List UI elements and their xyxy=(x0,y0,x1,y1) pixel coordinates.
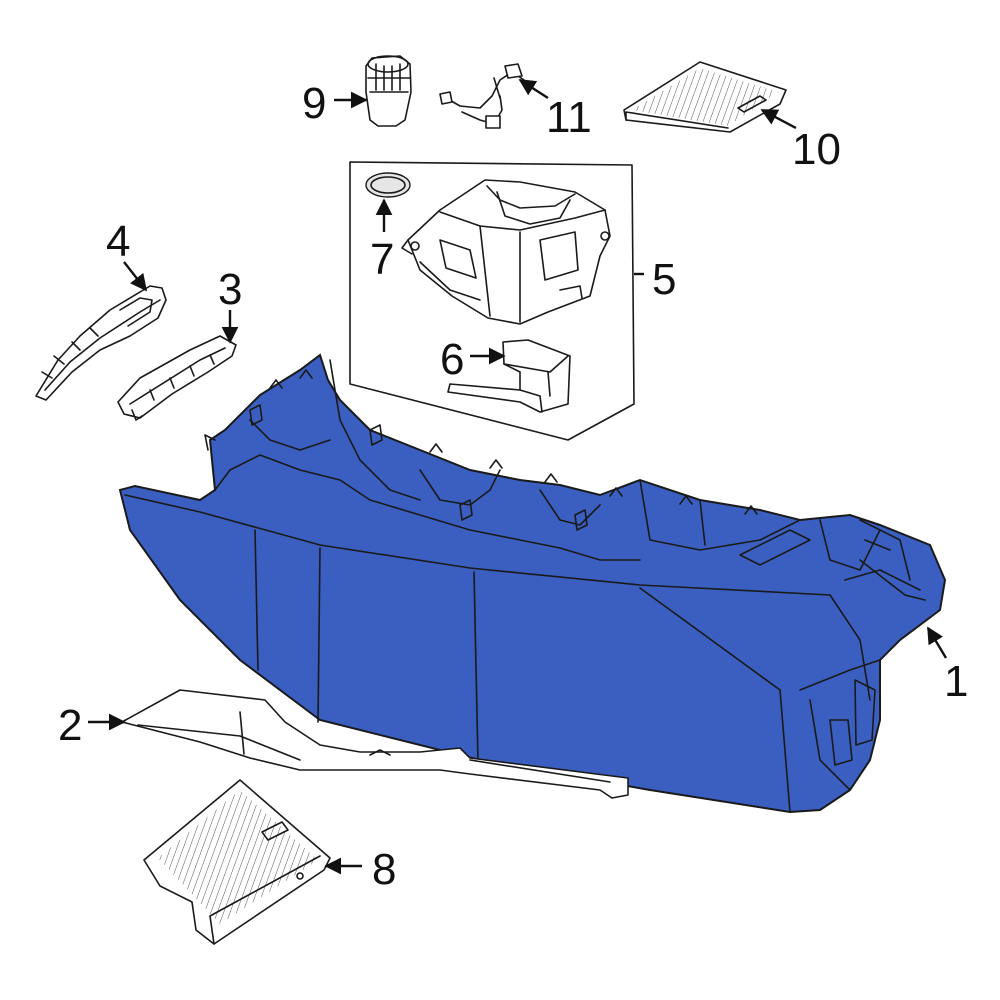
leader-arrows xyxy=(88,78,948,875)
callout-9[interactable]: 9 xyxy=(302,79,327,128)
leader-11 xyxy=(518,78,549,100)
callout-3[interactable]: 3 xyxy=(218,265,243,314)
subassembly-box xyxy=(349,161,635,441)
storage-tray-part-8[interactable] xyxy=(143,779,331,945)
callout-4[interactable]: 4 xyxy=(106,217,131,266)
leader-4 xyxy=(123,261,148,292)
ring-part-7[interactable] xyxy=(365,172,411,198)
side-trim-part-4[interactable] xyxy=(35,285,167,401)
callout-8[interactable]: 8 xyxy=(372,845,397,894)
leader-1 xyxy=(926,626,948,659)
cover-panel-part-10[interactable] xyxy=(623,61,787,133)
callout-11[interactable]: 11 xyxy=(546,93,592,142)
callout-1[interactable]: 1 xyxy=(944,657,969,706)
leader-10 xyxy=(760,108,797,130)
shifter-housing-part-5[interactable] xyxy=(401,179,611,325)
wire-harness-part-11[interactable] xyxy=(439,63,525,129)
callout-2[interactable]: 2 xyxy=(58,701,83,750)
console-body-part-1[interactable] xyxy=(118,353,947,814)
insert-part-6[interactable] xyxy=(447,339,571,413)
callout-6[interactable]: 6 xyxy=(440,335,465,384)
shift-knob-part-9[interactable] xyxy=(365,55,412,127)
callout-10[interactable]: 10 xyxy=(792,125,841,174)
bracket-part-3[interactable] xyxy=(117,335,237,421)
trim-strip-part-2[interactable] xyxy=(121,689,629,799)
callout-5[interactable]: 5 xyxy=(652,255,677,304)
callout-7[interactable]: 7 xyxy=(370,235,395,284)
